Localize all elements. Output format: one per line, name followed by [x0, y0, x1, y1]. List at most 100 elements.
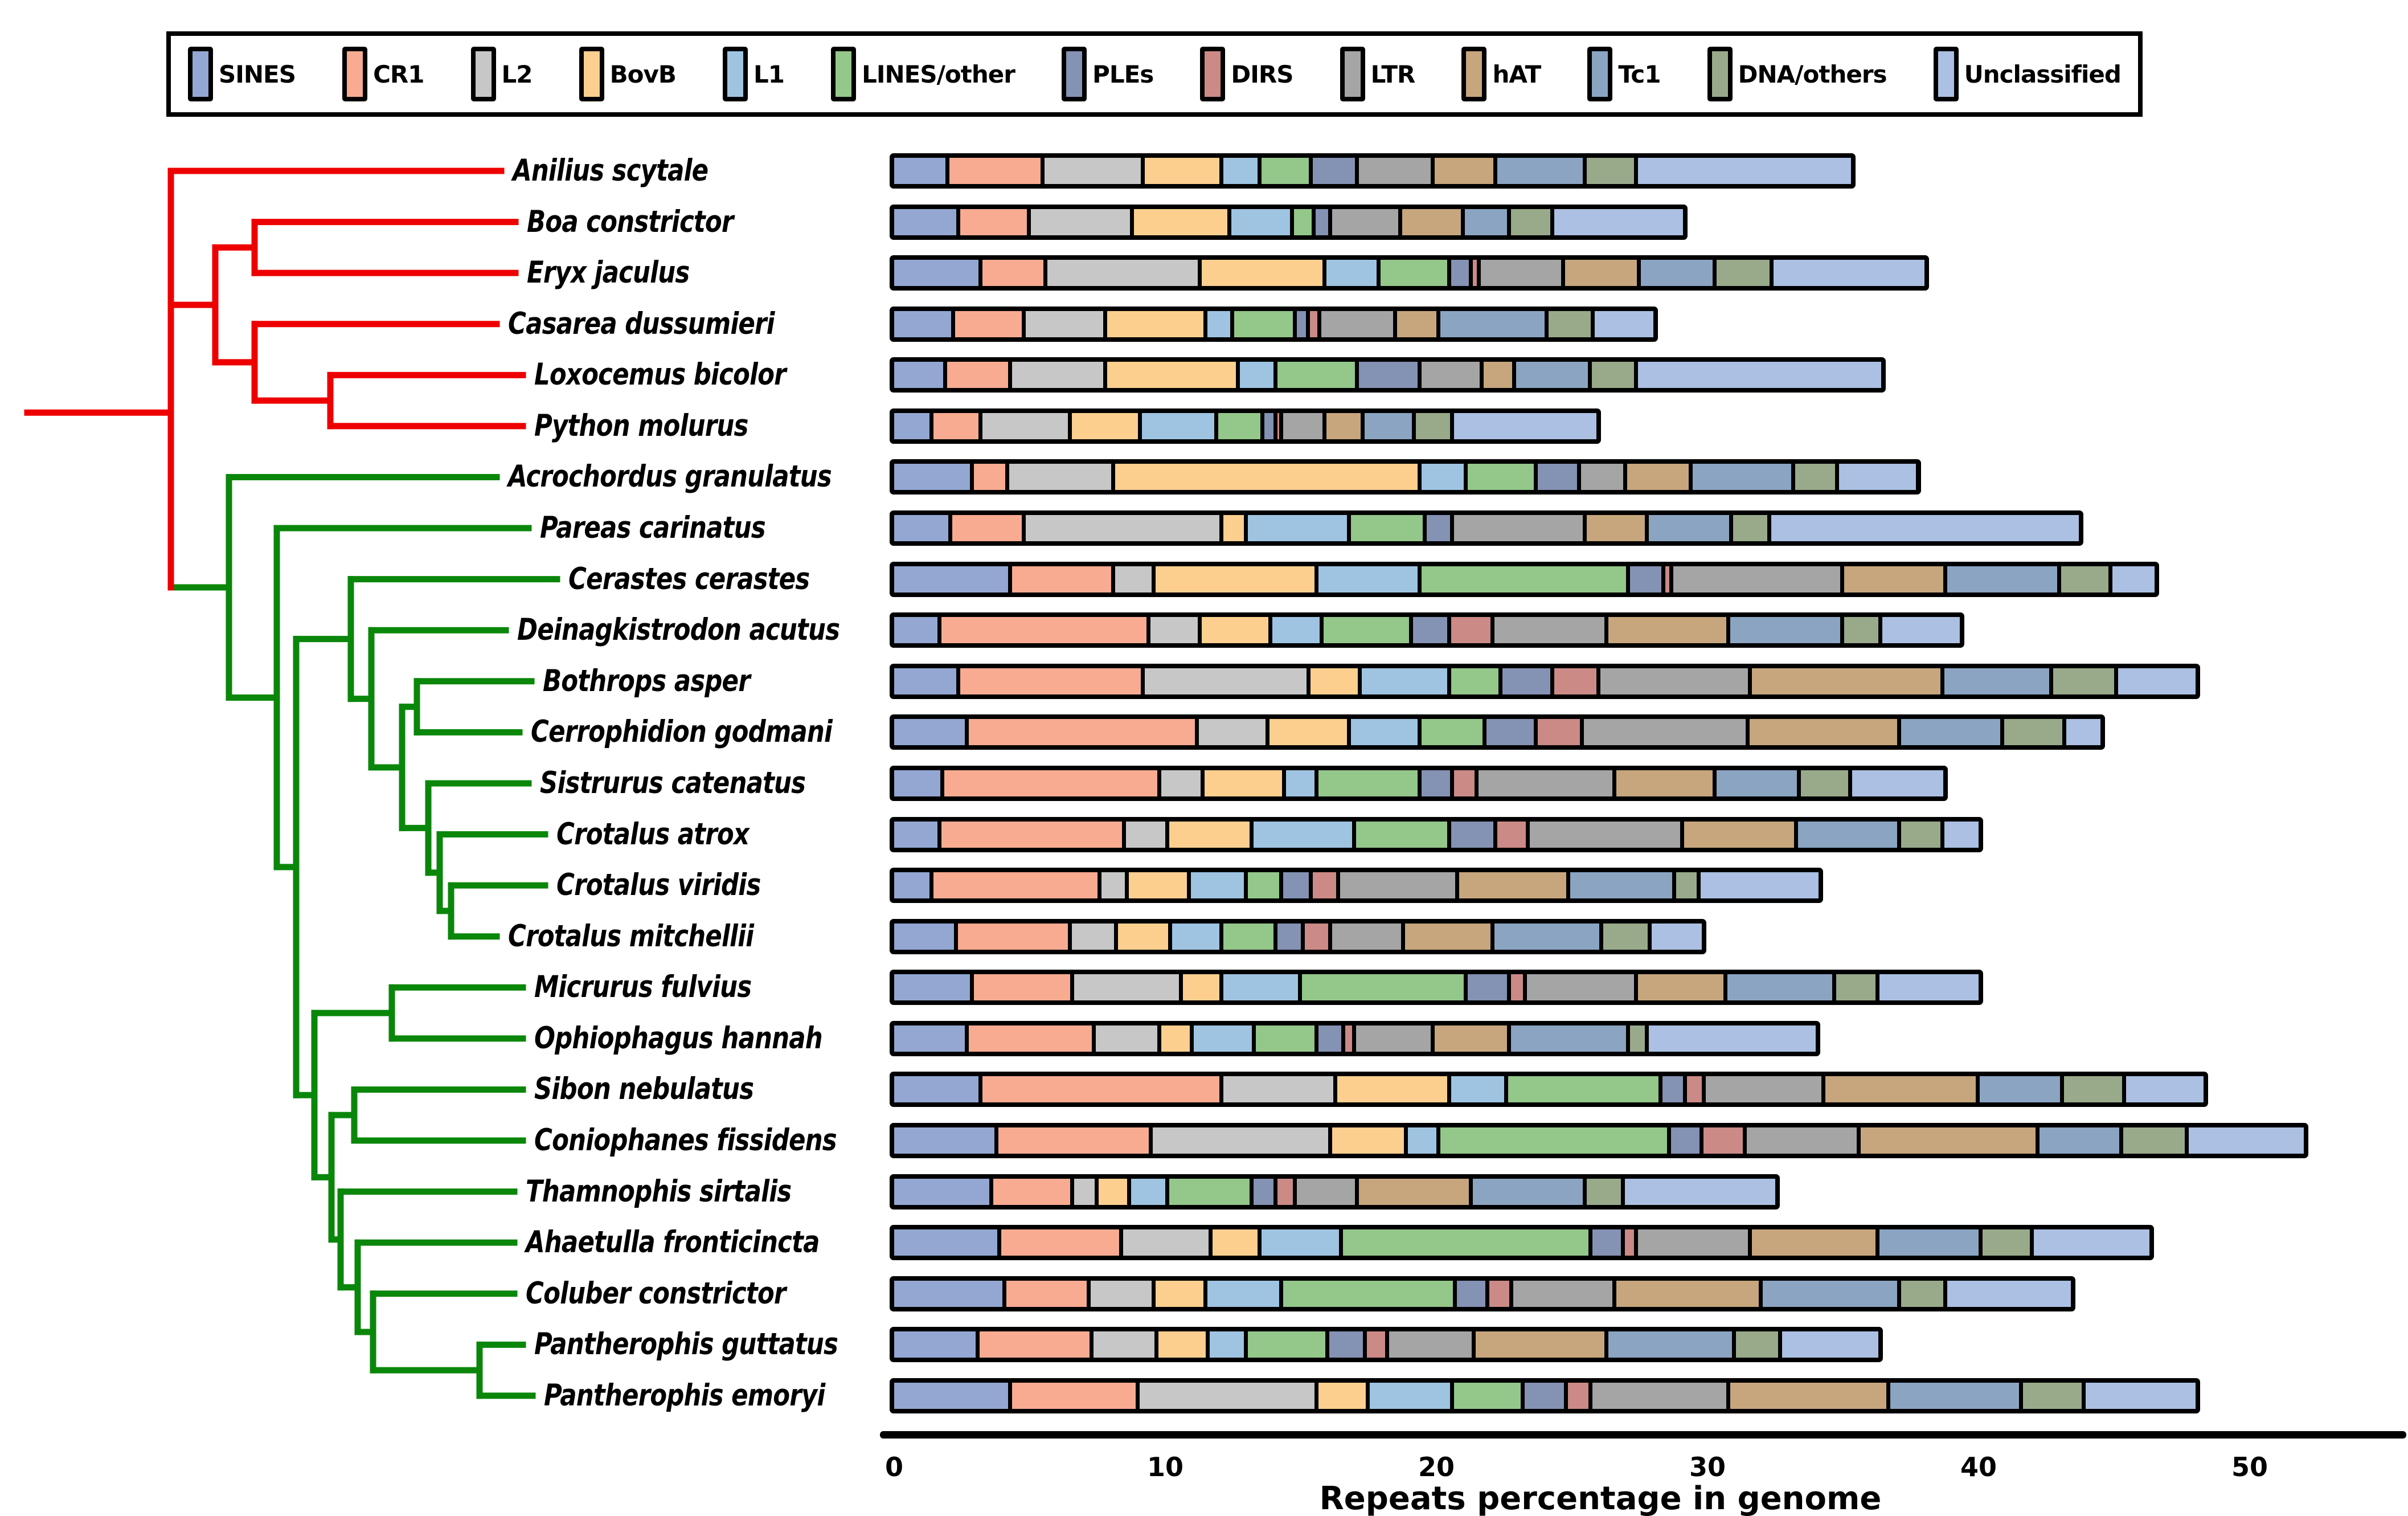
stacked-bar — [890, 1174, 1780, 1209]
legend-swatch — [579, 47, 604, 101]
bar-segment-ltr — [1580, 719, 1746, 746]
bar-segment-hat — [1634, 974, 1724, 1001]
bar-segment-hat — [1745, 719, 1898, 746]
bar-segment-l2 — [1070, 974, 1179, 1001]
legend-label: L2 — [501, 60, 533, 88]
legend-label: Unclassified — [1964, 60, 2122, 88]
bar-segment-bovb — [1111, 464, 1418, 491]
bar-segment-l1 — [1366, 1382, 1450, 1409]
bar-segment-ltr — [1336, 872, 1456, 899]
legend-label: LTR — [1370, 60, 1416, 88]
bar-segment-unclassified — [1550, 209, 1684, 235]
bar-segment-unclassified — [1648, 923, 1702, 950]
bar-segment-ltr — [1449, 515, 1583, 542]
bar-segment-lines-other — [1257, 158, 1309, 184]
bar-segment-dirs — [1563, 1382, 1588, 1409]
bar-segment-bovb — [1328, 1127, 1404, 1154]
bar-segment-ples — [1312, 209, 1328, 235]
bar-segment-dirs — [1363, 1331, 1385, 1358]
bar-segment-tc1 — [1604, 1331, 1732, 1358]
bar-segment-bovb — [1130, 209, 1228, 235]
legend-label: DNA/others — [1738, 60, 1887, 88]
bar-segment-bovb — [1152, 1280, 1203, 1307]
bar-segment-dna-others — [1599, 923, 1648, 950]
bar-segment-dna-others — [1897, 1280, 1943, 1307]
bar-segment-dna-others — [2019, 1382, 2082, 1409]
legend-label: Tc1 — [1618, 60, 1661, 88]
bar-segment-ples — [1520, 1382, 1564, 1409]
bar-segment-tc1 — [1360, 412, 1412, 439]
bar-segment-lines-other — [1320, 617, 1410, 644]
species-label: Pantherophis guttatus — [534, 1327, 838, 1362]
stacked-bar — [890, 714, 2106, 750]
stacked-bar — [890, 510, 2084, 546]
bar-segment-lines-other — [1252, 1025, 1314, 1052]
bar-segment-bovb — [1219, 515, 1244, 542]
legend-swatch — [342, 47, 368, 101]
bar-segment-unclassified — [1696, 872, 1819, 899]
bar-segment-sines — [894, 668, 957, 694]
bar-segment-l1 — [1314, 566, 1418, 592]
bar-segment-dirs — [1699, 1127, 1743, 1154]
bar-segment-l1 — [1127, 1178, 1165, 1205]
bar-segment-l2 — [1149, 1127, 1328, 1154]
species-label: Loxocemus bicolor — [534, 357, 787, 393]
bar-segment-dna-others — [1897, 821, 1941, 848]
bar-segment-unclassified — [1620, 1178, 1775, 1205]
bar-segment-unclassified — [2030, 1229, 2149, 1256]
bar-segment-tc1 — [1512, 362, 1588, 389]
bar-segment-ltr — [1417, 362, 1480, 389]
bar-segment-l1 — [1417, 464, 1464, 491]
species-label: Ahaetulla fronticincta — [526, 1225, 820, 1260]
bar-segment-dirs — [1534, 719, 1580, 746]
species-label: Anilius scytale — [513, 153, 709, 188]
bar-segment-bovb — [1333, 1076, 1447, 1103]
stacked-bar — [890, 663, 2200, 699]
species-label: Thamnophis sirtalis — [526, 1174, 792, 1209]
bar-segment-tc1 — [1688, 464, 1792, 491]
bar-segment-sines — [894, 464, 970, 491]
legend-label: CR1 — [373, 60, 424, 88]
bar-segment-dna-others — [1731, 1331, 1778, 1358]
bar-segment-unclassified — [1634, 158, 1852, 184]
bar-segment-dna-others — [1582, 1178, 1621, 1205]
bar-segment-dirs — [1449, 770, 1475, 796]
bar-segment-tc1 — [1713, 770, 1797, 796]
bar-segment-bovb — [1113, 923, 1168, 950]
bar-segment-lines-other — [1436, 1127, 1667, 1154]
bar-segment-l2 — [1067, 923, 1114, 950]
bar-segment-ltr — [1355, 158, 1431, 184]
bar-segment-lines-other — [1417, 566, 1627, 592]
species-label: Python molurus — [534, 408, 748, 443]
bar-segment-sines — [894, 1331, 976, 1358]
species-label: Coluber constrictor — [526, 1276, 786, 1311]
bar-segment-sines — [894, 872, 929, 899]
x-axis-title: Repeats percentage in genome — [1319, 1480, 1882, 1516]
bar-segment-dirs — [1506, 974, 1524, 1001]
bar-segment-sines — [894, 974, 970, 1001]
bar-segment-unclassified — [1848, 770, 1944, 796]
species-label: Crotalus mitchellii — [508, 918, 754, 954]
bar-segment-l2 — [1119, 1229, 1209, 1256]
bar-segment-l2 — [1021, 310, 1103, 337]
bar-segment-ltr — [1328, 209, 1399, 235]
bar-segment-lines-other — [1230, 310, 1293, 337]
bar-segment-lines-other — [1273, 362, 1355, 389]
bar-segment-dna-others — [1796, 770, 1849, 796]
bar-segment-ltr — [1669, 566, 1841, 592]
bar-segment-l1 — [1403, 1127, 1436, 1154]
bar-segment-ltr — [1385, 1331, 1472, 1358]
bar-segment-tc1 — [1759, 1280, 1898, 1307]
bar-segment-l2 — [1141, 668, 1307, 694]
bar-segment-tc1 — [1726, 617, 1841, 644]
bar-segment-unclassified — [2122, 1076, 2204, 1103]
bar-segment-dirs — [1493, 821, 1526, 848]
species-label: Micrurus fulvius — [534, 970, 752, 1005]
bar-segment-ples — [1409, 617, 1447, 644]
bar-segment-tc1 — [1943, 566, 2057, 592]
bar-segment-unclassified — [2184, 1127, 2304, 1154]
bar-segment-tc1 — [1436, 310, 1545, 337]
bar-segment-cr1 — [989, 1178, 1071, 1205]
bar-segment-bovb — [1200, 770, 1282, 796]
